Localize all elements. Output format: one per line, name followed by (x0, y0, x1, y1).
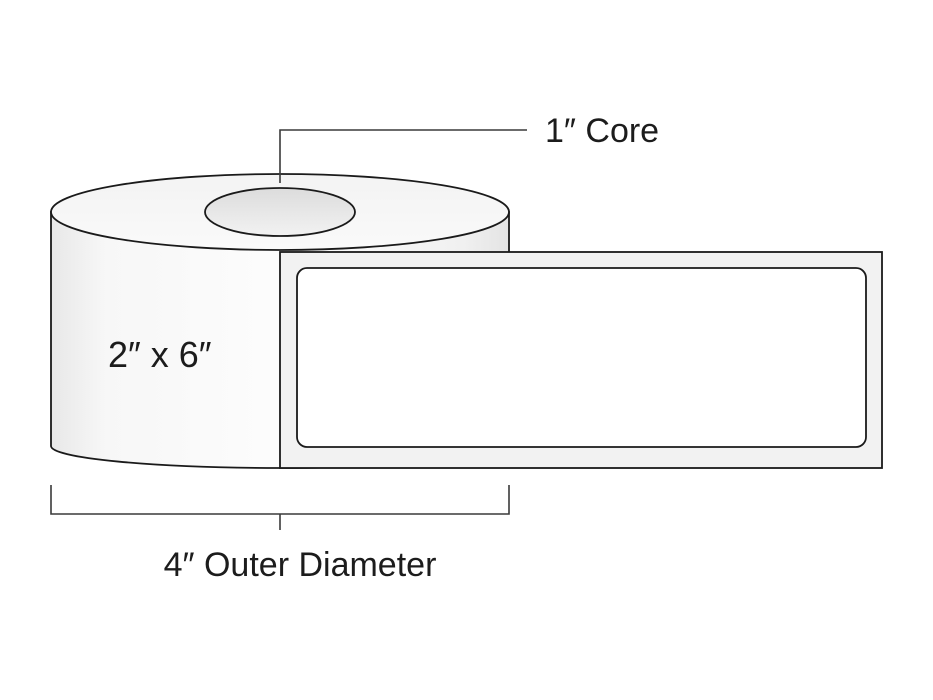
core-hole (204, 187, 356, 237)
liner-roll-junction (281, 253, 296, 467)
size-label: 2″ x 6″ (108, 334, 212, 375)
outer-diameter-label: 4″ Outer Diameter (164, 546, 437, 584)
label-face (296, 267, 867, 448)
outer-diameter-bracket (50, 485, 510, 515)
core-label: 1″ Core (545, 112, 659, 150)
core-leader-line (279, 129, 527, 183)
